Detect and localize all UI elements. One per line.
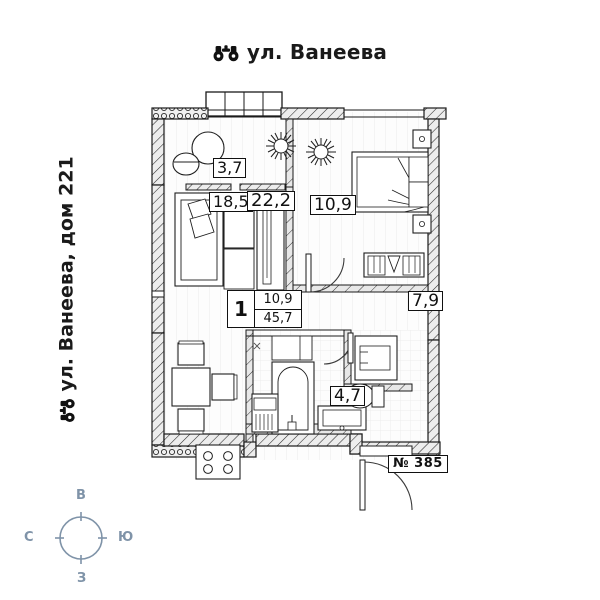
area-badge-balcony: 3,7 [213, 158, 247, 178]
dining-table [171, 367, 211, 407]
hall-furniture [363, 252, 425, 278]
entry-threshold [359, 445, 413, 457]
dining-chair [177, 342, 205, 366]
radiators [151, 183, 286, 298]
door-swings [305, 253, 413, 511]
area-badge-living-kitchen: 22,2 [247, 191, 296, 211]
total-area-value: 45,7 [263, 310, 293, 326]
compass-label-south: Ю [118, 530, 134, 545]
apartment-number-badge: № 385 [388, 455, 448, 473]
compass-label-north: С [24, 530, 34, 545]
compass-rose: В С Ю З [22, 488, 140, 588]
dining-set [171, 340, 238, 435]
street-label-top: ул. Ванеева [0, 40, 600, 67]
loggia-top [205, 91, 283, 117]
living-area-value: 10,9 [255, 291, 301, 310]
binoculars-icon [213, 43, 239, 67]
dining-chair [177, 408, 205, 432]
area-badge-living-part: 18,5 [209, 192, 253, 212]
compass-label-east: В [76, 488, 86, 503]
pouf [172, 152, 200, 176]
area-badge-hall: 7,9 [408, 291, 444, 311]
dining-chair [211, 373, 235, 401]
apartment-info-box: 1 10,9 45,7 [227, 290, 302, 328]
stove [195, 444, 241, 480]
area-badge-bedroom: 10,9 [310, 195, 356, 215]
binoculars-icon [59, 398, 81, 423]
shower-cabin [354, 335, 398, 381]
street-label-left: ул. Ванеева, дом 221 [56, 156, 81, 423]
plant-icons [266, 132, 336, 166]
living-room-furniture [172, 131, 255, 290]
street-label-top-text: ул. Ванеева [246, 40, 388, 64]
round-table [191, 131, 225, 165]
area-badge-bathroom: 4,7 [330, 386, 366, 406]
bathroom-fixtures [251, 335, 367, 435]
room-count: 1 [228, 291, 255, 327]
compass-label-west: З [77, 571, 87, 586]
bedroom-furniture [351, 129, 432, 234]
